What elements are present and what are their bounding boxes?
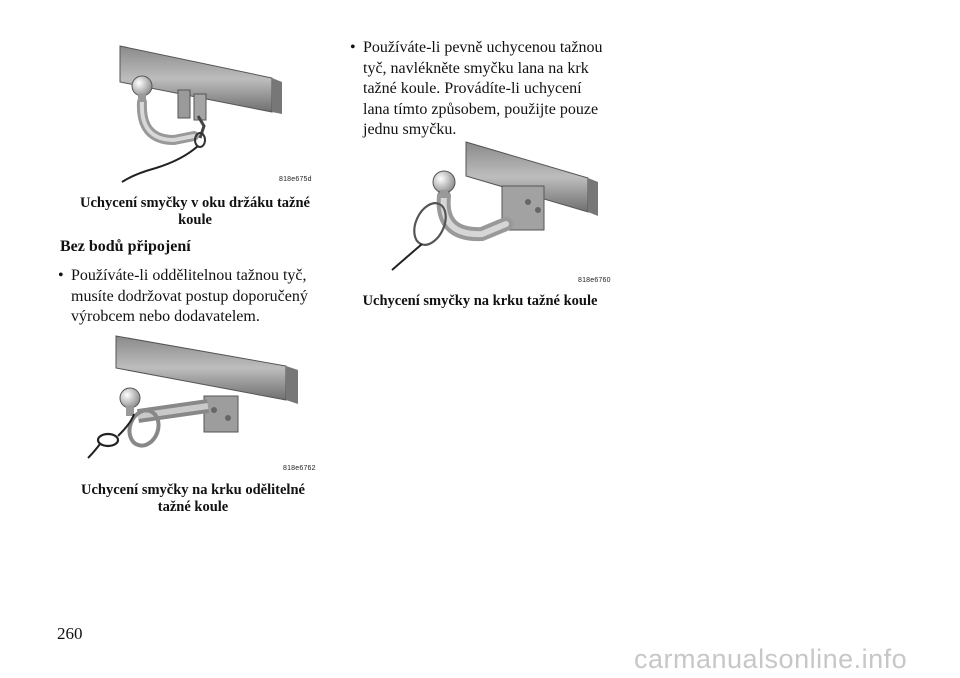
bullet-line: Používáte-li pevně uchycenou tažnou [363,39,603,56]
caption-line: koule [178,212,212,228]
bullet-item: • Používáte-li oddělitelnou tažnou tyč, … [58,266,316,328]
removable-tow-hitch-illustration [87,335,298,459]
bullet-line: výrobcem nebo dodavatelem. [71,308,260,325]
section-heading: Bez bodů připojení [60,238,191,255]
caption-line: tažné koule [157,499,229,515]
bullet-dot: • [58,267,64,284]
figure-fixed-hitch [382,140,612,280]
bullet-line: tyč, navlékněte smyčku lana na krk [363,59,589,77]
bullet-line: musíte dodržovat postup doporučený [71,287,308,305]
tow-hitch-eye-illustration [119,45,282,183]
bullet-dot: • [350,39,356,56]
figure-removable-hitch [86,332,316,467]
bullet-line: lana tímto způsobem, použijte pouze [363,100,599,118]
fixed-tow-hitch-illustration [391,141,598,271]
figure-code: 818e6762 [283,465,316,472]
bullet-line: jednu smyčku. [363,121,457,138]
bullet-line: tažné koule. Provádíte-li uchycení [363,80,582,97]
bullet-item: • Používáte-li pevně uchycenou tažnou ty… [350,38,604,141]
caption-line: Uchycení smyčky na krku odělitelné [81,482,305,498]
bullet-line: Používáte-li oddělitelnou tažnou tyč, [71,267,307,284]
caption-line: Uchycení smyčky v oku držáku tažné [80,195,310,211]
page-number: 260 [57,624,83,643]
figure-caption: Uchycení smyčky v oku držáku tažné koule [60,195,330,229]
watermark: carmanualsonline.info [634,644,908,674]
figure-caption: Uchycení smyčky na krku tažné koule [352,293,608,310]
figure-hitch-eye [112,42,316,190]
figure-code: 818e6760 [578,277,611,284]
figure-caption: Uchycení smyčky na krku odělitelné tažné… [52,482,334,516]
caption-line: Uchycení smyčky na krku tažné koule [362,293,598,309]
figure-code: 818e675d [279,176,312,183]
